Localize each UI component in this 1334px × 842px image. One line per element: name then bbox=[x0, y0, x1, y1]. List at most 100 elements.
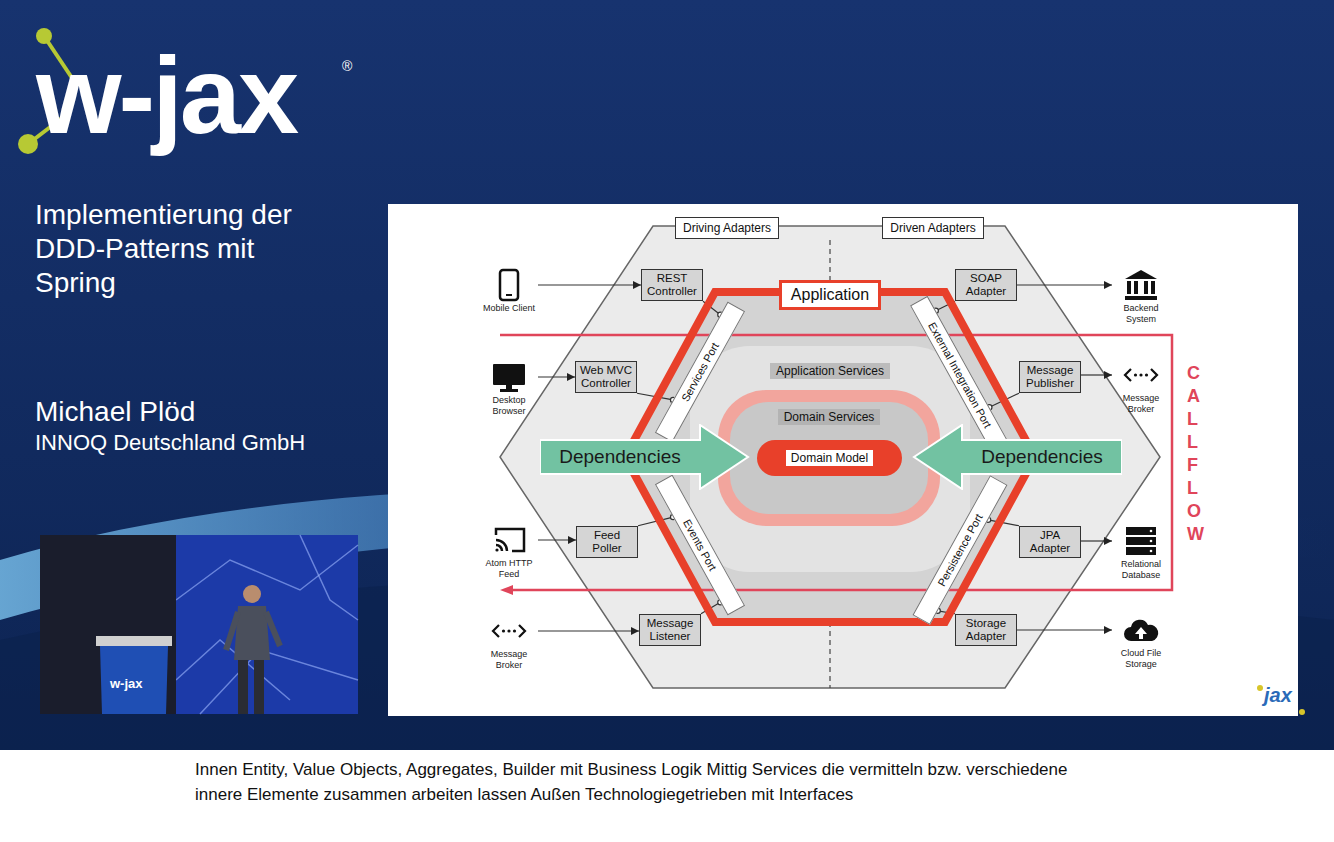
label-slot: INNOQ Deutschland GmbH bbox=[35, 430, 305, 456]
logo-decoration bbox=[18, 134, 38, 154]
heading-row: Application bbox=[620, 280, 1040, 310]
system-icon bbox=[1126, 537, 1156, 545]
label-slot: w-jax bbox=[110, 676, 143, 691]
arrow-text: Dependencies bbox=[981, 446, 1102, 468]
system-icon bbox=[1134, 281, 1138, 294]
box-text: JPA Adapter bbox=[1022, 529, 1078, 555]
logo-text: w-jax bbox=[36, 40, 296, 150]
system-icon bbox=[1144, 281, 1148, 294]
adapter-box: Storage Adapter bbox=[955, 614, 1017, 646]
system-name: Desktop Browser bbox=[480, 395, 538, 417]
layer-name: Domain Services bbox=[778, 409, 881, 425]
speaker-video bbox=[176, 640, 290, 700]
layer-name: Application Services bbox=[770, 363, 890, 379]
registered-mark: ® bbox=[342, 58, 352, 74]
domain-services-layer: Domain ServicesDomain Model bbox=[718, 390, 940, 526]
speaker-video bbox=[200, 650, 358, 714]
adapter-box: Web MVC Controller bbox=[575, 361, 637, 393]
box-text: REST Controller bbox=[644, 272, 700, 298]
speaker-name: Michael Plöd bbox=[35, 396, 195, 428]
group-tag: Driving Adapters bbox=[675, 217, 779, 239]
system-icon bbox=[1126, 547, 1156, 555]
system-icon bbox=[493, 364, 525, 385]
adapter-box: Message Publisher bbox=[1019, 361, 1081, 393]
domain-model-pill: Domain Model bbox=[757, 440, 902, 476]
system-name: Message Broker bbox=[480, 649, 538, 671]
title-slot: Implementierung der DDD-Patterns mit Spr… bbox=[35, 198, 335, 300]
box-text: Driving Adapters bbox=[683, 221, 771, 235]
external-system: Backend System bbox=[1112, 268, 1170, 325]
system-icon bbox=[480, 523, 538, 557]
blue-ground bbox=[0, 0, 1334, 750]
group-tag: Driven Adapters bbox=[882, 217, 983, 239]
speaker-video bbox=[226, 612, 238, 650]
center-dashed-line bbox=[829, 240, 830, 281]
caption-text: Innen Entity, Value Objects, Aggregates,… bbox=[195, 757, 1075, 807]
arrow-body bbox=[540, 425, 748, 489]
connector bbox=[538, 630, 639, 631]
connector bbox=[1017, 629, 1112, 630]
dependency-arrow: Dependencies bbox=[912, 424, 1122, 490]
system-icon bbox=[495, 548, 498, 551]
connector bbox=[538, 284, 641, 285]
watermark: jax bbox=[1264, 684, 1292, 707]
box-text: Message Publisher bbox=[1022, 364, 1078, 390]
connector bbox=[1081, 374, 1112, 375]
box-text: Feed Poller bbox=[579, 529, 635, 555]
system-name: Message Broker bbox=[1112, 393, 1170, 415]
adapter-box: SOAP Adapter bbox=[955, 269, 1017, 301]
speaker-video bbox=[40, 535, 358, 714]
dependency-arrow: Dependencies bbox=[540, 424, 750, 490]
system-icon bbox=[506, 294, 512, 296]
podium-logo: w-jax bbox=[110, 676, 143, 691]
box-text: SOAP Adapter bbox=[958, 272, 1014, 298]
label-slot: jax bbox=[1264, 684, 1292, 707]
external-system: Relational Database bbox=[1112, 524, 1170, 581]
external-system: Message Broker bbox=[1112, 358, 1170, 415]
caption-slot: Innen Entity, Value Objects, Aggregates,… bbox=[195, 757, 1075, 807]
system-icon bbox=[1150, 550, 1153, 553]
adapter-box: JPA Adapter bbox=[1019, 526, 1081, 558]
label-slot: CALL FLOW bbox=[1187, 362, 1205, 546]
system-icon bbox=[1124, 620, 1158, 641]
speaker-video bbox=[40, 535, 176, 714]
speaker-video bbox=[300, 535, 358, 620]
system-icon bbox=[496, 540, 507, 551]
arrow-text-row: Dependencies bbox=[540, 440, 700, 474]
arrow-text: Dependencies bbox=[559, 446, 680, 468]
system-icon bbox=[1134, 373, 1137, 376]
system-icon bbox=[1125, 296, 1157, 300]
external-system: Mobile Client bbox=[480, 268, 538, 314]
system-icon bbox=[1151, 369, 1157, 381]
slide-title: Implementierung der DDD-Patterns mit Spr… bbox=[35, 198, 335, 300]
connector bbox=[1017, 284, 1112, 285]
speaker-video bbox=[243, 585, 261, 603]
connector bbox=[538, 376, 575, 377]
system-icon bbox=[1125, 369, 1131, 381]
speaker-video bbox=[266, 612, 280, 646]
system-icon bbox=[513, 629, 516, 632]
system-name: Cloud File Storage bbox=[1112, 648, 1170, 670]
label-slot: w-jax bbox=[36, 40, 296, 150]
system-name: Relational Database bbox=[1112, 559, 1170, 581]
system-icon bbox=[502, 629, 505, 632]
label-slot: Michael Plöd bbox=[35, 396, 195, 428]
box-text: Message Listener bbox=[642, 617, 698, 643]
system-icon bbox=[496, 545, 502, 551]
watermark-dots bbox=[1299, 709, 1305, 715]
watermark-dots bbox=[1257, 685, 1305, 715]
system-name: Atom HTTP Feed bbox=[480, 558, 538, 580]
model-name: Domain Model bbox=[786, 450, 873, 466]
system-icon bbox=[480, 614, 538, 648]
label-slot: ® bbox=[342, 58, 352, 74]
system-icon bbox=[480, 268, 538, 302]
speaker-video bbox=[100, 646, 168, 714]
system-icon bbox=[1151, 281, 1155, 294]
call-flow-line bbox=[500, 335, 1172, 590]
adapter-box: REST Controller bbox=[641, 269, 703, 301]
system-icon bbox=[1112, 268, 1170, 302]
system-icon bbox=[507, 629, 510, 632]
external-system: Cloud File Storage bbox=[1112, 613, 1170, 670]
speaker-video bbox=[238, 660, 248, 714]
